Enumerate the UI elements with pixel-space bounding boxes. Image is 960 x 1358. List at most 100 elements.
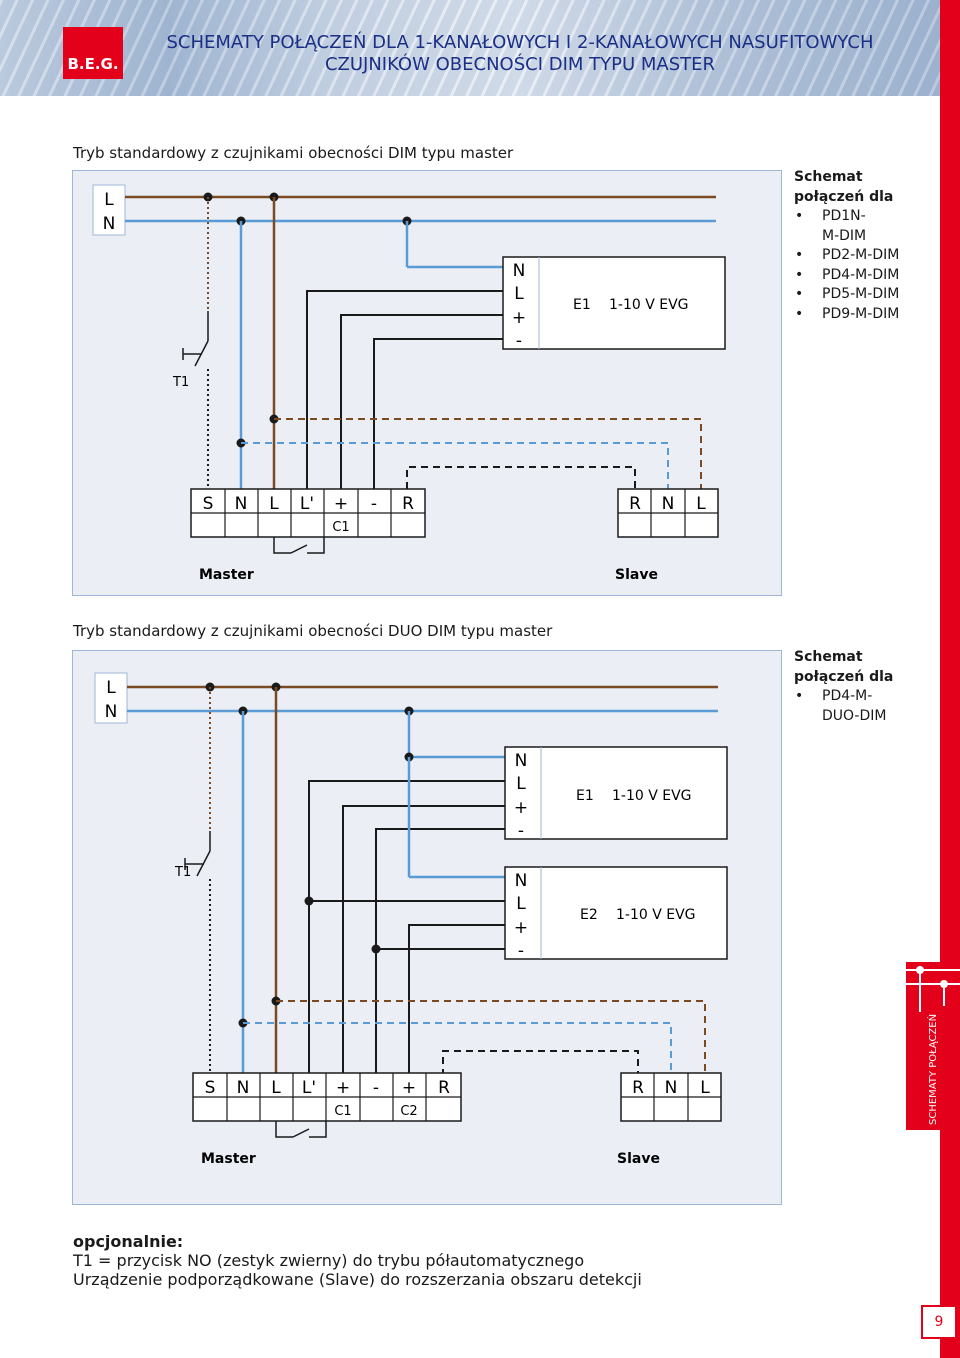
diagram2-title: Tryb standardowy z czujnikami obecności … xyxy=(73,622,553,640)
diagram1-master-term-R: R xyxy=(402,494,414,514)
diagram2-label-N: N xyxy=(105,702,118,722)
diagram1-wire-plus xyxy=(340,314,503,501)
diagram2-master-term-R: R xyxy=(438,1078,450,1098)
diagram1-master-term-plus: + xyxy=(334,494,348,514)
diagram1-evg-term-minus: - xyxy=(516,331,522,351)
diagram2-evg1-term-minus: - xyxy=(518,821,524,841)
diagram1-title: Tryb standardowy z czujnikami obecności … xyxy=(73,144,514,162)
side-tab-label: SCHEMATY POŁĄCZEŃ xyxy=(928,1013,939,1125)
diagram2-evg2-label: 1-10 V EVG xyxy=(616,907,696,923)
diagram1-switch-label: T1 xyxy=(172,375,189,390)
diagram1-evg-term-plus: + xyxy=(512,308,526,328)
diagram1-panel: L N T1 N L + - E1 xyxy=(72,170,782,596)
diagram1-legend-item: PD4-M-DIM xyxy=(795,266,899,286)
diagram1-legend-item: PD2-M-DIM xyxy=(795,246,899,266)
diagram2-master-term-Lprime: L' xyxy=(302,1078,316,1098)
side-tab-wiring-icon xyxy=(906,966,960,1012)
diagram2-master-term-minus: - xyxy=(373,1078,379,1098)
diagram2-evg2-box xyxy=(504,866,728,960)
diagram2-wiring: L N T1 N xyxy=(94,672,728,1167)
notes-title: opcjonalnie: xyxy=(73,1232,184,1251)
diagram1-legend-title2: połączeń dla xyxy=(794,188,894,205)
diagram2-evg2-id: E2 xyxy=(580,907,598,923)
diagram2-evg1-term-N: N xyxy=(515,751,528,771)
header-banner: B.E.G. SCHEMATY POŁĄCZEŃ DLA 1-KANAŁOWYC… xyxy=(0,0,940,96)
diagram1-slave-term-R: R xyxy=(629,494,641,514)
diagram1-legend-list: PD1N- M-DIM PD2-M-DIM PD4-M-DIM PD5-M-DI… xyxy=(794,207,899,324)
diagram2-legend-title1: Schemat xyxy=(794,649,863,665)
page-number: 9 xyxy=(921,1305,957,1339)
diagram1-slave-N xyxy=(241,442,669,501)
right-red-bar xyxy=(940,0,960,1358)
notes-section: opcjonalnie: T1 = przycisk NO (zestyk zw… xyxy=(73,1232,642,1289)
page-title-line1: SCHEMATY POŁĄCZEŃ DLA 1-KANAŁOWYCH I 2-K… xyxy=(166,32,874,53)
page-title: SCHEMATY POŁĄCZEŃ DLA 1-KANAŁOWYCH I 2-K… xyxy=(140,32,900,76)
diagram1-master-term-L: L xyxy=(269,494,279,514)
diagram1-master-term-minus: - xyxy=(371,494,377,514)
diagram1-legend-title1: Schemat xyxy=(794,169,863,185)
diagram2-evg1-box xyxy=(504,746,728,840)
diagram2-master-label: Master xyxy=(201,1151,256,1167)
diagram2-evg2-term-N: N xyxy=(515,871,528,891)
diagram2-evg2-term-plus: + xyxy=(514,918,528,938)
diagram1-legend-item: PD5-M-DIM xyxy=(795,285,899,305)
notes-line1: T1 = przycisk NO (zestyk zwierny) do try… xyxy=(73,1251,585,1270)
diagram2-evg2-term-L: L xyxy=(516,894,526,914)
diagram1-slave-term-N: N xyxy=(662,494,675,514)
notes-line2: Urządzenie podporządkowane (Slave) do ro… xyxy=(73,1270,642,1289)
diagram2-master-term-plus2: + xyxy=(402,1078,416,1098)
diagram1-evg-term-N: N xyxy=(513,261,526,281)
diagram1-master-label: Master xyxy=(199,567,254,583)
diagram2-master-term-plus1: + xyxy=(336,1078,350,1098)
diagram1-master-term-Lprime: L' xyxy=(300,494,314,514)
diagram2-legend-item-cont: DUO-DIM xyxy=(822,707,887,724)
diagram2-slave-term-L: L xyxy=(700,1078,710,1098)
diagram2-master-term-S: S xyxy=(205,1078,216,1098)
diagram2-legend-item: PD4-M- xyxy=(795,687,893,707)
diagram2-legend-title2: połączeń dla xyxy=(794,668,894,685)
diagram1-label-L: L xyxy=(104,190,114,210)
diagram2-master-term-N: N xyxy=(237,1078,250,1098)
diagram2-master-sub-C2: C2 xyxy=(400,1104,417,1119)
diagram1-evg-box xyxy=(502,256,726,350)
diagram1-slave-label: Slave xyxy=(615,567,658,583)
diagram2-slave-term-R: R xyxy=(632,1078,644,1098)
diagram1-evg-id: E1 xyxy=(573,297,591,313)
diagram1-master-term-N: N xyxy=(235,494,248,514)
diagram2-evg1-term-L: L xyxy=(516,774,526,794)
diagram2-evg1-label: 1-10 V EVG xyxy=(612,788,692,804)
diagram1-slave-term-L: L xyxy=(696,494,706,514)
diagram1-master-term-S: S xyxy=(203,494,214,514)
diagram2-switch-label: T1 xyxy=(174,865,191,880)
diagram1-legend: Schemat połączeń dla PD1N- M-DIM PD2-M-D… xyxy=(794,168,899,324)
diagram2-evg1-term-plus: + xyxy=(514,798,528,818)
brand-logo: B.E.G. xyxy=(63,27,123,79)
diagram2-legend: Schemat połączeń dla PD4-M- DUO-DIM xyxy=(794,648,893,726)
brand-logo-text: B.E.G. xyxy=(67,55,119,73)
diagram1-label-N: N xyxy=(103,214,116,234)
header-background xyxy=(0,0,940,96)
diagram2-slave-term-N: N xyxy=(665,1078,678,1098)
diagram2-master-term-L: L xyxy=(271,1078,281,1098)
diagram2-slave-label: Slave xyxy=(617,1151,660,1167)
diagram1-wire-minus xyxy=(373,338,503,501)
diagram1-evg-label: 1-10 V EVG xyxy=(609,297,689,313)
diagram1-slave-L xyxy=(274,418,702,501)
diagram1-legend-item: PD1N- xyxy=(795,207,899,227)
diagram1-wire-Lprime xyxy=(306,290,503,501)
diagram2-legend-list: PD4-M- DUO-DIM xyxy=(794,687,893,726)
diagram1-wiring: L N T1 N L + - E1 xyxy=(92,184,726,583)
side-section-tab xyxy=(906,962,960,1130)
diagram2-master-sub-C1: C1 xyxy=(334,1104,351,1119)
diagram1-evg-term-L: L xyxy=(514,284,524,304)
page-title-line2: CZUJNIKÓW OBECNOŚCI DIM TYPU MASTER xyxy=(324,54,716,75)
diagram2-label-L: L xyxy=(106,678,116,698)
diagram1-legend-item-cont: M-DIM xyxy=(822,227,867,244)
diagram1-master-sub-C1: C1 xyxy=(332,520,349,535)
diagram2-evg1-id: E1 xyxy=(576,788,594,804)
diagram2-panel: L N T1 N xyxy=(72,650,782,1205)
diagram1-legend-item: PD9-M-DIM xyxy=(795,305,899,325)
diagram2-evg2-term-minus: - xyxy=(518,941,524,961)
diagram1-slave-R xyxy=(406,466,636,501)
diagram1-line-labels-box xyxy=(92,184,126,236)
